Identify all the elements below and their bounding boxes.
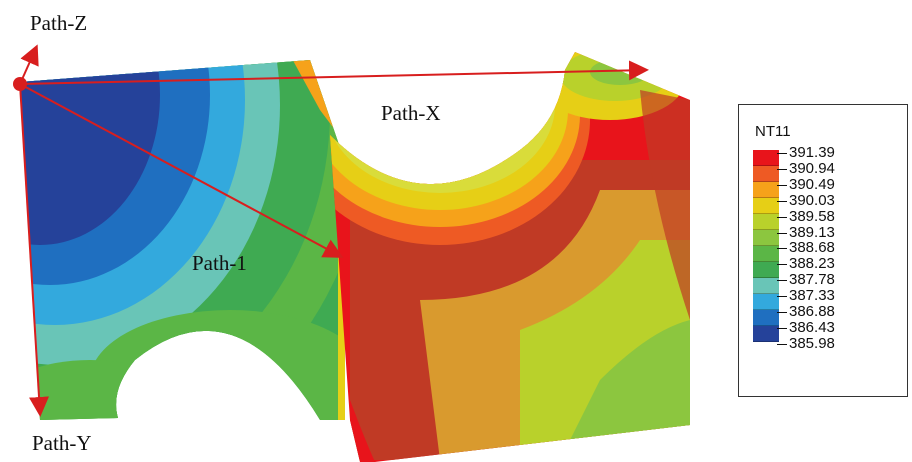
legend-swatch (753, 214, 779, 230)
path-y-arrow (19, 83, 50, 417)
legend-value: 386.43 (789, 318, 835, 336)
path-1-label: Path-1 (192, 251, 247, 275)
legend-swatch (753, 246, 779, 262)
legend-swatch (753, 166, 779, 182)
legend-swatch (753, 278, 779, 294)
legend-value: 386.88 (789, 303, 835, 321)
legend-value: 387.33 (789, 287, 835, 305)
legend-tick (777, 248, 787, 250)
legend-tick (777, 168, 787, 170)
legend-tick (777, 232, 787, 234)
legend-swatch (753, 198, 779, 214)
legend-tick (777, 280, 787, 282)
legend-tick (777, 264, 787, 266)
legend-tick (777, 296, 787, 298)
legend-value: 390.94 (789, 159, 835, 177)
legend-swatch (753, 294, 779, 310)
legend-swatch (753, 310, 779, 326)
path-x-arrow (19, 60, 649, 85)
path-x-label: Path-X (381, 101, 441, 125)
path-arrows (19, 44, 649, 417)
legend-value: 388.68 (789, 239, 835, 257)
legend-tick (777, 343, 787, 345)
legend-value: 389.58 (789, 207, 835, 225)
path-1-arrow (19, 83, 344, 258)
legend-tick (777, 327, 787, 329)
legend-swatch (753, 262, 779, 278)
legend-value: 390.03 (789, 191, 835, 209)
legend-swatch (753, 182, 779, 198)
legend-swatch (753, 326, 779, 342)
legend-value: 391.39 (789, 144, 835, 161)
legend-value: 390.49 (789, 175, 835, 193)
legend-tick (777, 216, 787, 218)
legend-tick (777, 153, 787, 154)
legend-tick (777, 200, 787, 202)
legend-tick (777, 184, 787, 186)
legend-swatch (753, 230, 779, 246)
path-z-label: Path-Z (30, 11, 88, 35)
path-y-label: Path-Y (32, 431, 92, 455)
legend-value: 385.98 (789, 334, 835, 352)
legend-swatch (753, 150, 779, 166)
legend-color-bar (753, 150, 779, 342)
legend-title: NT11 (755, 123, 791, 140)
legend-value: 389.13 (789, 223, 835, 241)
legend-value: 387.78 (789, 271, 835, 289)
origin-point (13, 77, 27, 91)
legend-tick (777, 312, 787, 313)
legend-value: 388.23 (789, 255, 835, 273)
